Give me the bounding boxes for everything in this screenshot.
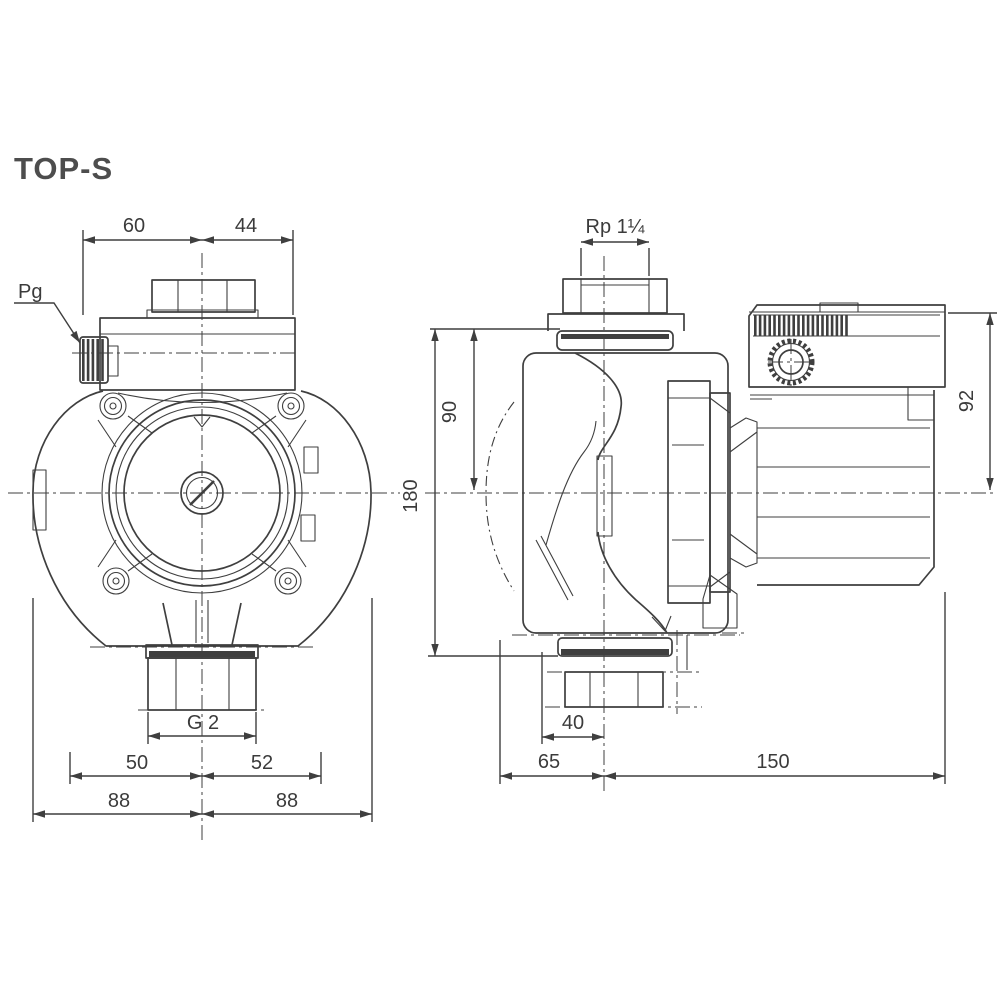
extension-lines xyxy=(428,248,997,784)
clamp-band xyxy=(729,417,758,568)
dim-text-65: 65 xyxy=(538,751,560,773)
dim-text-90: 90 xyxy=(439,401,461,423)
side-top-port xyxy=(547,278,685,351)
bolt-bottom-right xyxy=(274,567,302,595)
gland-label: Pg xyxy=(18,281,42,303)
front-view: 60 44 Pg G 2 50 52 88 88 xyxy=(8,215,400,842)
front-terminal-box xyxy=(99,279,296,404)
side-motor-flange xyxy=(667,380,758,634)
dim-text-60: 60 xyxy=(123,215,145,237)
side-terminal-box xyxy=(748,302,946,400)
dim-text-180: 180 xyxy=(400,479,422,512)
top-flange xyxy=(556,330,674,351)
dim-text-50: 50 xyxy=(126,752,148,774)
dim-text-rp: Rp 1¼ xyxy=(586,216,645,238)
vent-screw xyxy=(180,471,224,515)
speed-selector-knob xyxy=(767,338,815,386)
dim-text-44: 44 xyxy=(235,215,257,237)
side-dimensions: Rp 1¼ 90 180 92 40 65 150 xyxy=(400,216,997,784)
bolt-bottom-left xyxy=(102,567,130,595)
bolt-top-left xyxy=(99,392,127,420)
front-dimensions: 60 44 Pg G 2 50 52 88 88 xyxy=(14,215,373,822)
side-tab-right-upper xyxy=(303,446,319,474)
union-nut xyxy=(147,657,257,711)
bolt-top-right xyxy=(277,392,305,420)
front-cable-gland xyxy=(79,336,119,384)
side-pump-housing xyxy=(485,352,729,634)
conduit-knockouts xyxy=(151,279,256,313)
vent-screw-slot xyxy=(189,480,215,506)
front-motor-face xyxy=(97,392,307,594)
side-centerlines xyxy=(425,256,997,795)
dim-text-40: 40 xyxy=(562,712,584,734)
side-motor-shell xyxy=(750,387,935,586)
front-centerlines xyxy=(8,253,400,842)
dim-text-88-right: 88 xyxy=(276,790,298,812)
support-foot xyxy=(702,574,738,629)
side-bottom-port xyxy=(557,635,688,708)
volute-lower-curve xyxy=(597,531,668,634)
top-union-nut xyxy=(562,278,668,314)
bottom-flange xyxy=(557,637,673,657)
page-title: TOP-S xyxy=(14,151,113,186)
bolt-gussets xyxy=(97,415,307,572)
dim-text-g2: G 2 xyxy=(187,712,219,734)
front-flange-bolts xyxy=(99,392,305,595)
volute-front-bulge xyxy=(485,401,515,592)
side-tab-left xyxy=(32,469,47,531)
dim-text-52: 52 xyxy=(251,752,273,774)
front-bottom-port xyxy=(145,600,259,711)
extension-lines xyxy=(32,230,373,822)
pg-leader-line xyxy=(14,302,81,344)
bottom-union-nut xyxy=(564,671,664,708)
casing-notch xyxy=(193,416,211,428)
impeller-window xyxy=(596,455,613,537)
side-tab-right-lower xyxy=(300,514,316,542)
dim-text-92: 92 xyxy=(956,390,978,412)
side-view: Rp 1¼ 90 180 92 40 65 150 xyxy=(400,216,997,795)
volute-upper-curve xyxy=(574,352,623,461)
dim-text-88-left: 88 xyxy=(108,790,130,812)
dim-text-150: 150 xyxy=(756,751,789,773)
front-pump-silhouette xyxy=(32,390,372,647)
